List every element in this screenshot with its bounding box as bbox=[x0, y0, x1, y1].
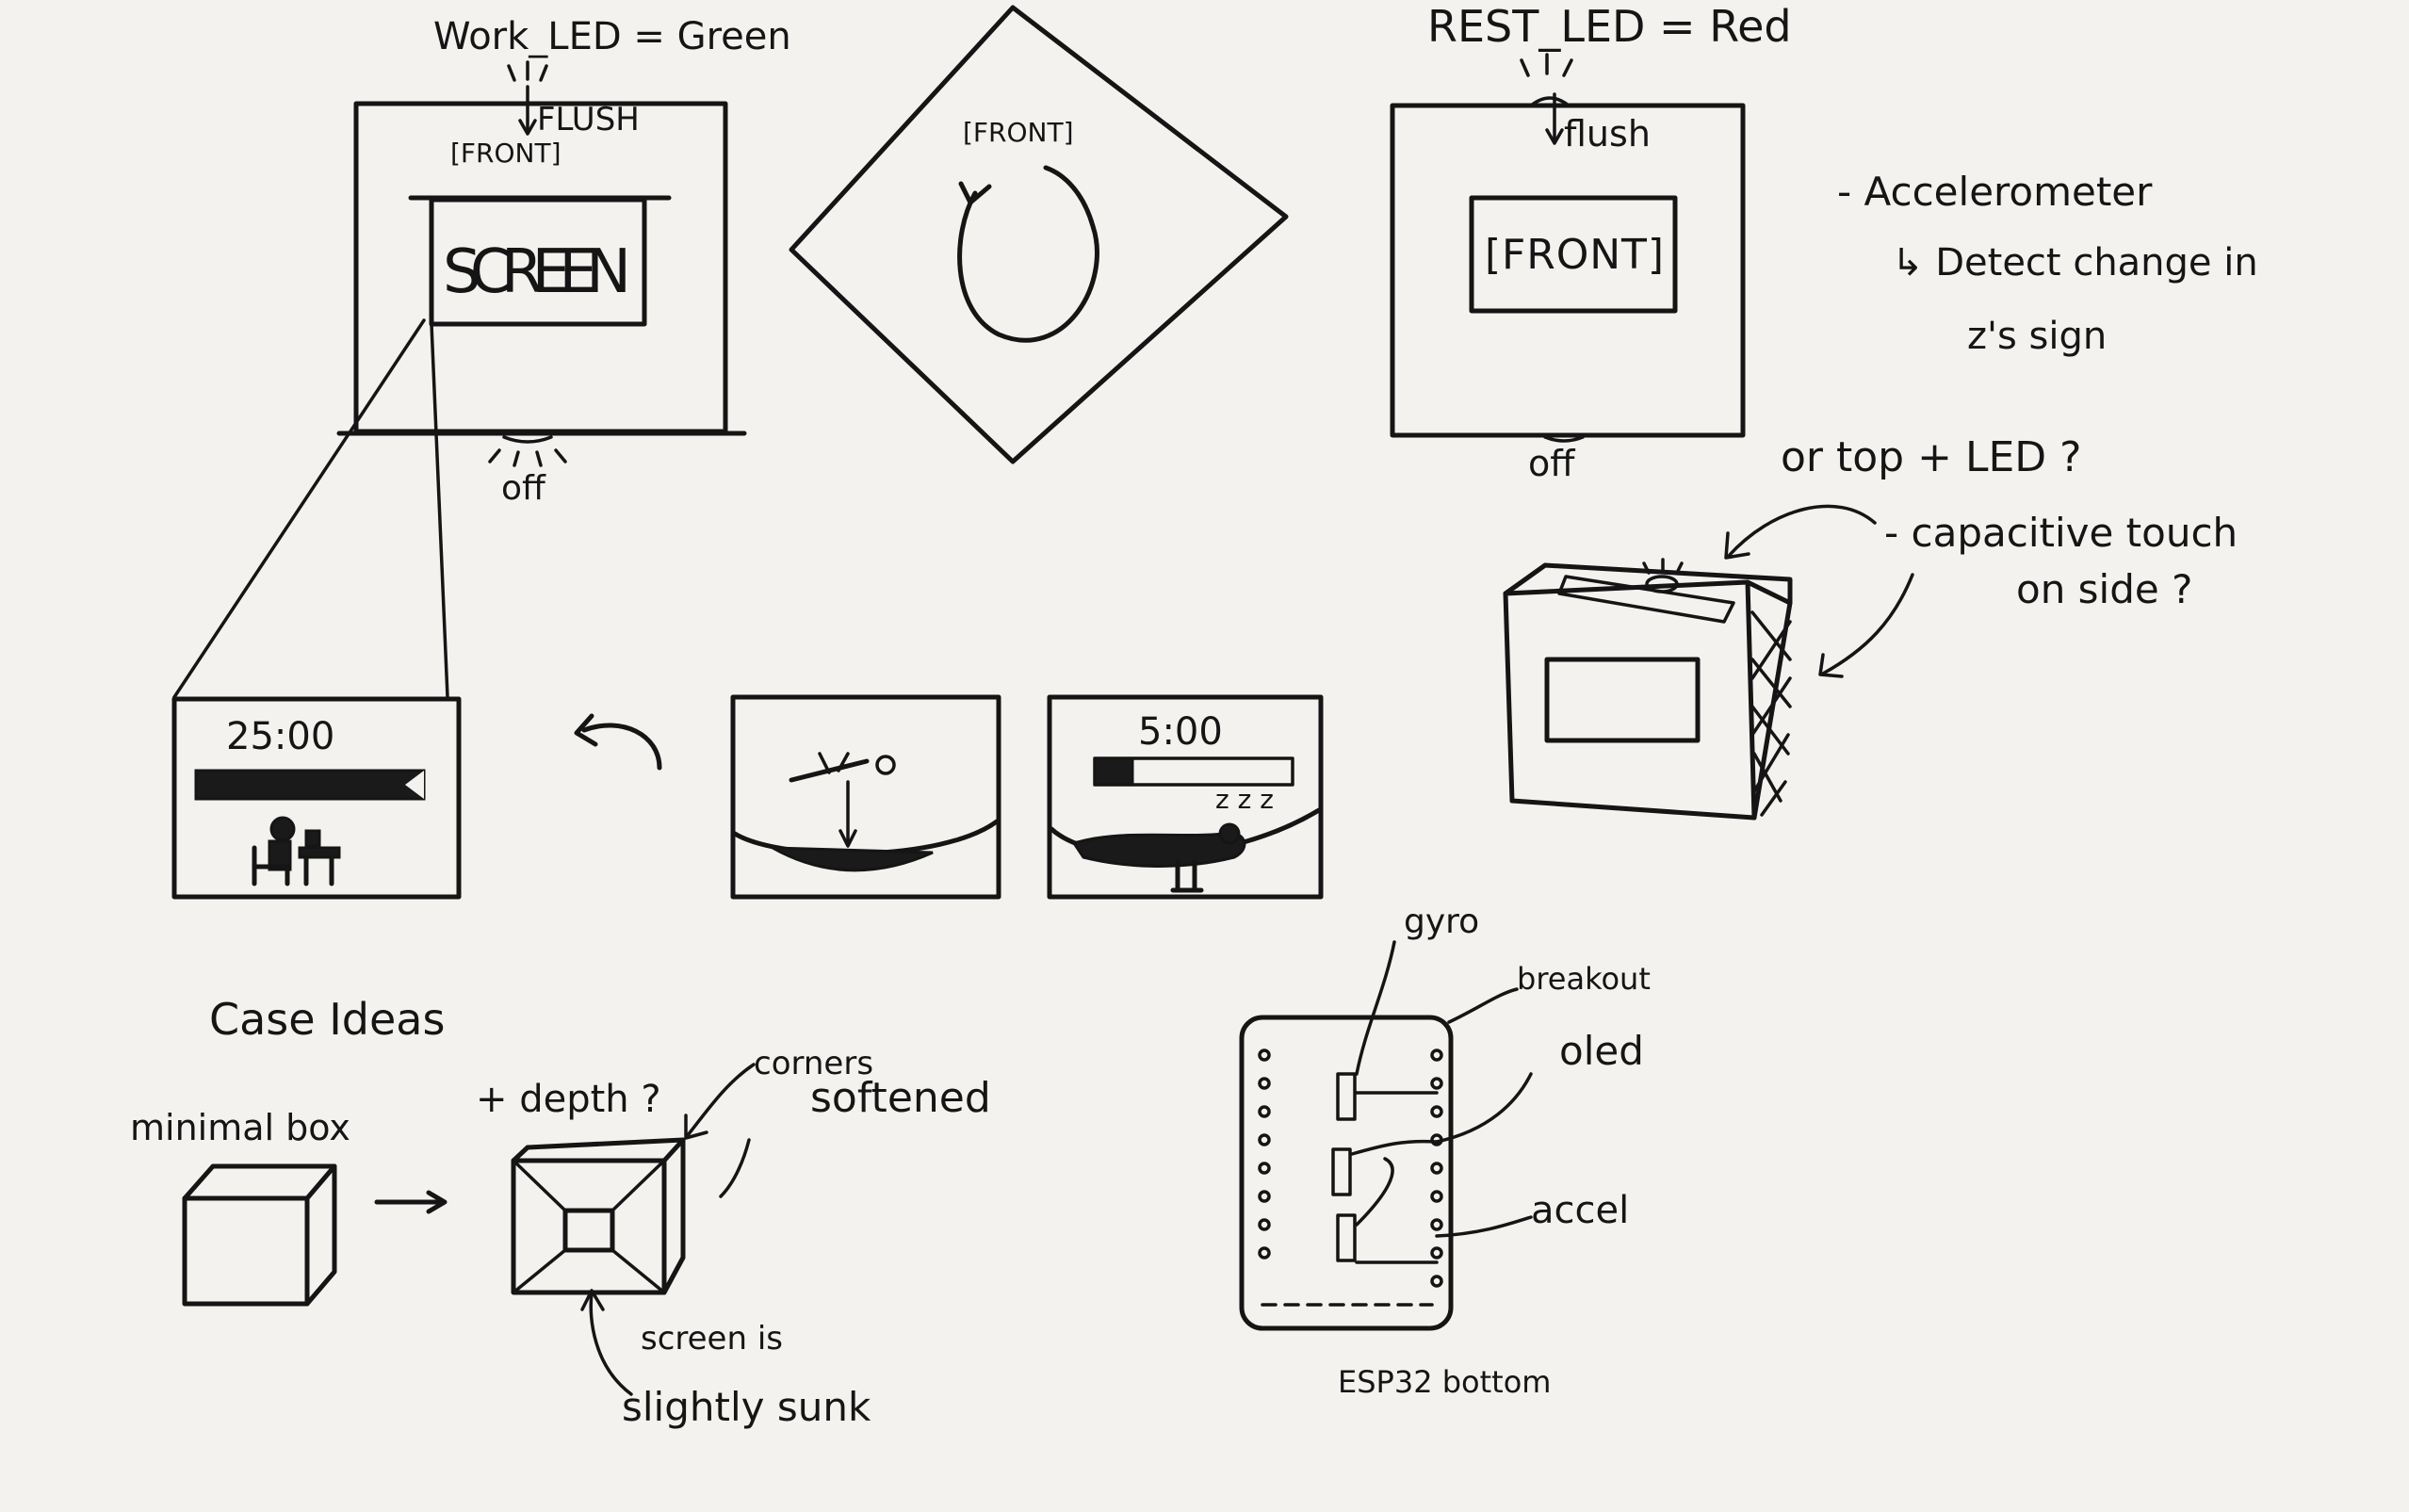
bottom-led-glow-icon bbox=[488, 435, 567, 467]
work-screen-mockup: 25:00 bbox=[171, 696, 462, 900]
check-mark bbox=[719, 1138, 751, 1198]
flip-rotation-diagram: [FRONT] bbox=[789, 5, 1289, 464]
work-led-label: Work_LED = Green bbox=[433, 15, 791, 58]
rest-timer: 5:00 bbox=[1138, 710, 1223, 754]
plus-depth-label: + depth ? bbox=[476, 1078, 661, 1121]
capacitive-hatch bbox=[1750, 610, 1792, 817]
arrow-to-side bbox=[1821, 573, 1914, 675]
oled-label: oled bbox=[1559, 1028, 1644, 1074]
esp32-bottom-label: ESP32 bottom bbox=[1338, 1364, 1551, 1400]
rest-screen-mockup: 5:00 z z z bbox=[1047, 694, 1324, 900]
work-progress-bar bbox=[194, 769, 426, 801]
pin-row-right bbox=[1430, 1049, 1443, 1288]
screen-is-label: screen is bbox=[641, 1320, 783, 1358]
gyro-module bbox=[1336, 1072, 1357, 1121]
depth-box-icon bbox=[511, 1137, 686, 1295]
detect-change-note: ↳ Detect change in bbox=[1892, 241, 2258, 285]
sunk-arrow bbox=[589, 1291, 633, 1396]
front-label-left: [FRONT] bbox=[450, 138, 562, 169]
z-sign-note: z's sign bbox=[1967, 315, 2107, 358]
screen-outline bbox=[429, 197, 647, 327]
corners-label: corners bbox=[754, 1045, 873, 1082]
case-ideas-section: Case Ideas minimal box + depth ? corners… bbox=[130, 994, 991, 1430]
oled-module bbox=[1331, 1147, 1352, 1196]
sensor-notes: - Accelerometer ↳ Detect change in z's s… bbox=[1724, 169, 2258, 678]
rest-led-label: REST_LED = Red bbox=[1427, 1, 1792, 52]
gyro-label: gyro bbox=[1404, 902, 1479, 941]
accelerometer-note: - Accelerometer bbox=[1837, 169, 2153, 215]
capacitive-touch-note: - capacitive touch bbox=[1884, 510, 2238, 556]
device-outline-right bbox=[1390, 103, 1746, 438]
corners-arrow bbox=[686, 1063, 756, 1137]
person-at-desk-icon bbox=[252, 816, 341, 886]
accel-label: accel bbox=[1531, 1189, 1629, 1232]
rotate-arrow-icon bbox=[957, 165, 1099, 343]
front-label-center: [FRONT] bbox=[963, 117, 1074, 148]
off-label-right: off bbox=[1528, 443, 1575, 484]
falling-screen-mockup bbox=[730, 694, 1001, 900]
top-led-icon bbox=[1645, 575, 1679, 593]
led-glow-icon bbox=[507, 60, 548, 136]
diamond-outline bbox=[789, 5, 1289, 464]
breakout-label: breakout bbox=[1517, 961, 1651, 997]
falling-into-hammock-icon bbox=[732, 752, 1000, 872]
softened-label: softened bbox=[810, 1074, 991, 1122]
rest-device-front-view: REST_LED = Red flush [FRONT] off bbox=[1390, 1, 1792, 484]
flush-label-right: flush bbox=[1564, 113, 1651, 154]
esp32-wiring-diagram: gyro breakout oled accel ESP32 bottom bbox=[1239, 902, 1651, 1400]
or-top-led-note: or top + LED ? bbox=[1781, 433, 2081, 481]
front-label-right: [FRONT] bbox=[1485, 231, 1664, 279]
sleeping-in-hammock-icon bbox=[1049, 807, 1322, 893]
side-screen bbox=[1544, 657, 1701, 743]
screen-label: SCREEN bbox=[443, 237, 631, 307]
case-ideas-title: Case Ideas bbox=[209, 994, 445, 1045]
accel-module bbox=[1336, 1213, 1357, 1262]
slightly-sunk-label: slightly sunk bbox=[622, 1384, 871, 1430]
arrow-to-top bbox=[1727, 504, 1877, 558]
flush-label-left: FLUSH bbox=[537, 101, 640, 138]
work-device-front-view: Work_LED = Green FLUSH [FRONT] SCREEN of… bbox=[172, 15, 791, 699]
back-arrow-icon bbox=[581, 723, 662, 771]
on-side-note: on side ? bbox=[2016, 566, 2192, 612]
minimal-box-label: minimal box bbox=[130, 1107, 350, 1148]
off-label-left: off bbox=[501, 469, 546, 508]
work-timer: 25:00 bbox=[226, 715, 334, 758]
device-3d-sketch bbox=[1503, 558, 1793, 821]
pin-row-left bbox=[1258, 1049, 1271, 1260]
front-box bbox=[1469, 195, 1678, 314]
zzz-label: z z z bbox=[1215, 784, 1274, 815]
gyro-leader bbox=[1355, 940, 1396, 1076]
minimal-box-icon bbox=[182, 1163, 337, 1307]
